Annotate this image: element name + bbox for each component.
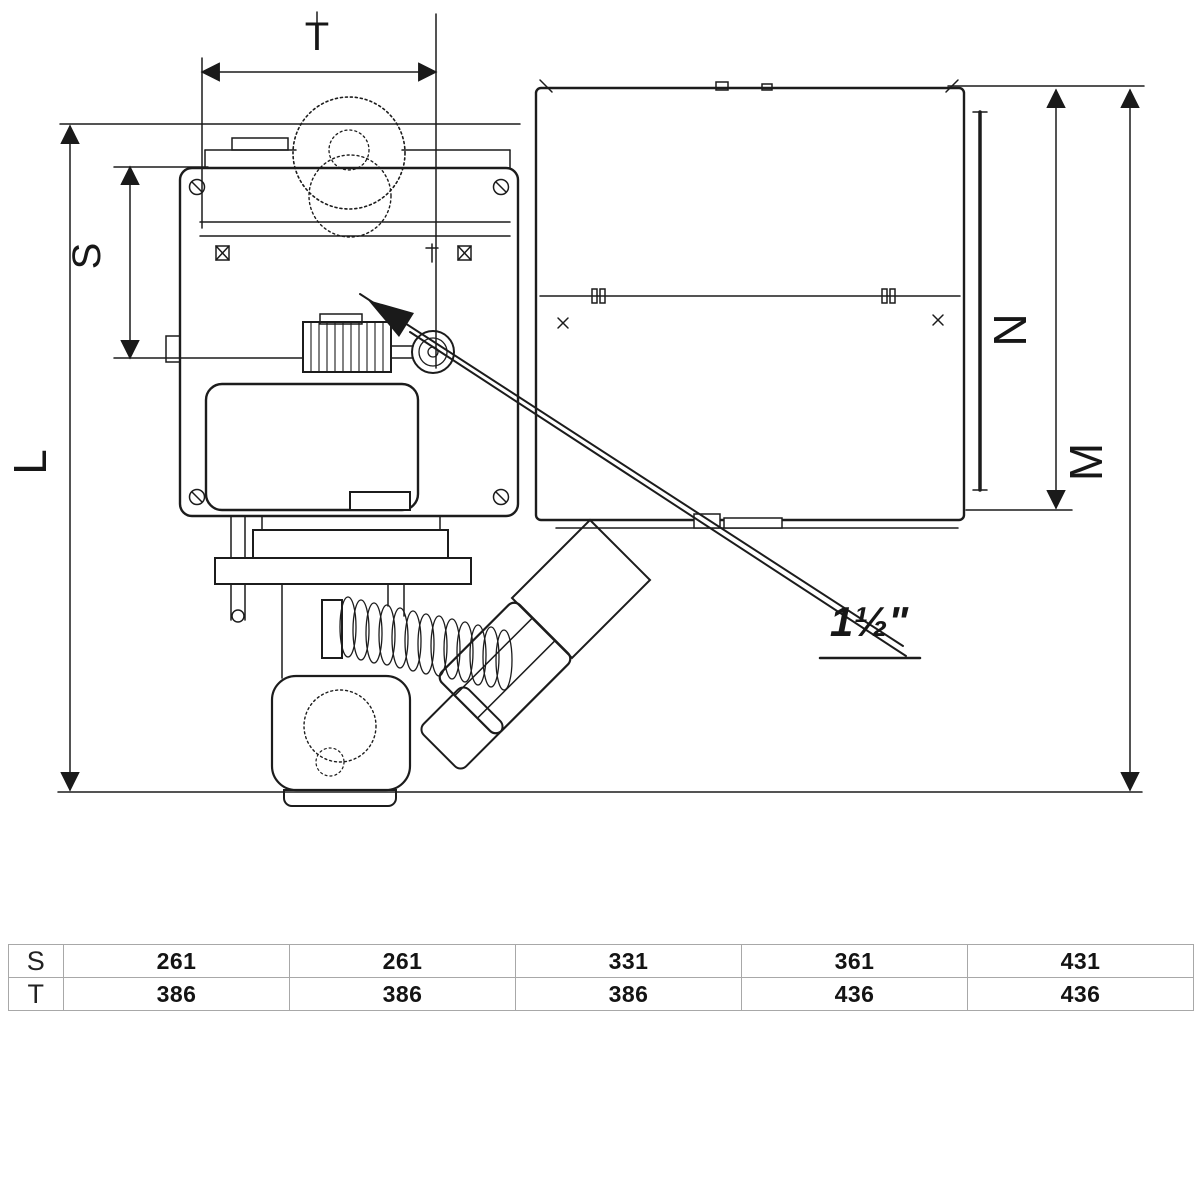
- dimension-table: S 261 261 331 361 431 T 386 386 386 436 …: [8, 944, 1194, 1011]
- flexible-hose: [321, 596, 513, 691]
- boiler-top-view: [534, 79, 988, 529]
- label-l: L: [4, 449, 56, 475]
- angled-pipe: [420, 518, 652, 770]
- screw-fitting-right: [881, 288, 896, 304]
- pipe-size-callout: 1½": [359, 293, 922, 660]
- dimension-m: M: [1060, 88, 1140, 792]
- screw-fitting-left: [591, 288, 606, 304]
- table-cell: 431: [967, 945, 1193, 977]
- mark-right: [932, 314, 944, 326]
- pipe-size-label: 1½": [830, 598, 909, 645]
- pipe-connection-boss: [390, 330, 455, 374]
- table-cell: 386: [289, 978, 515, 1010]
- burner-assembly-front-view: [165, 96, 652, 807]
- dimension-s: S: [65, 165, 303, 360]
- main-housing: [178, 166, 520, 518]
- dimension-l: L: [4, 123, 1143, 793]
- terminal-block: [302, 313, 392, 373]
- row-header-s: S: [26, 945, 46, 976]
- corner-screws: [188, 178, 510, 506]
- fan-circle: [292, 96, 406, 210]
- flange-stack: [214, 515, 472, 585]
- control-box: [204, 382, 420, 512]
- table-cell: 386: [63, 978, 289, 1010]
- label-m: M: [1060, 443, 1112, 481]
- label-n: N: [984, 313, 1036, 346]
- table-row-s: S 261 261 331 361 431: [9, 945, 1193, 977]
- fastener-glyphs: [215, 243, 472, 263]
- technical-drawing: T S L N M: [4, 11, 1145, 807]
- pump-body: [270, 674, 412, 807]
- clevis-bracket: [230, 583, 246, 623]
- table-cell: 361: [741, 945, 967, 977]
- table-cell: 261: [289, 945, 515, 977]
- table-cell: 331: [515, 945, 741, 977]
- mark-left: [557, 317, 569, 329]
- table-cell: 261: [63, 945, 289, 977]
- table-cell: 386: [515, 978, 741, 1010]
- table-row-t: T 386 386 386 436 436: [9, 977, 1193, 1010]
- dimension-n: N: [947, 85, 1145, 511]
- callout-arrowhead: [368, 300, 414, 337]
- label-s: S: [65, 243, 109, 270]
- row-header-t: T: [27, 978, 45, 1009]
- table-cell: 436: [741, 978, 967, 1010]
- dimension-t: T: [200, 11, 438, 369]
- label-t: T: [305, 15, 329, 59]
- table-cell: 436: [967, 978, 1193, 1010]
